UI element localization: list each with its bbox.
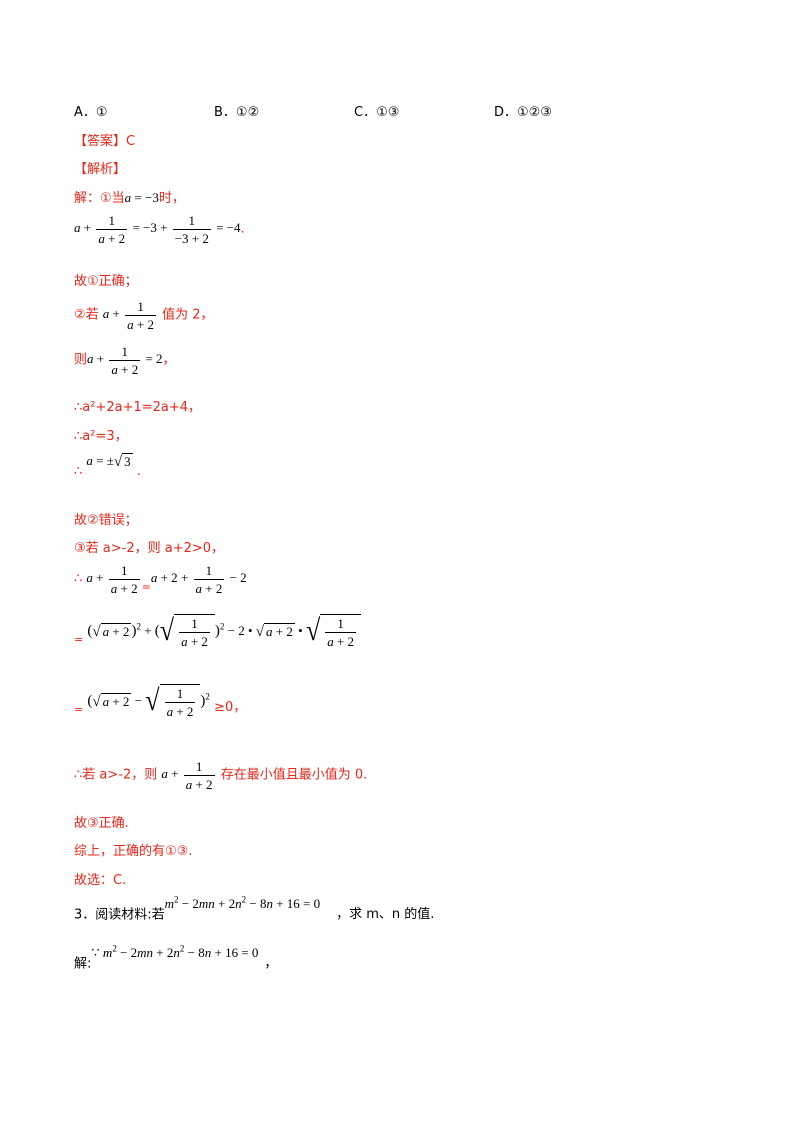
solution-line-8: ∴ a = ±√3 . bbox=[74, 452, 141, 479]
solution-line-7: ∴a²=3， bbox=[74, 429, 128, 444]
answer-line: 【答案】C bbox=[74, 130, 135, 149]
text: . bbox=[136, 464, 141, 479]
solution-line-1: 解：①当a = −3时， bbox=[74, 187, 185, 206]
text: 3．阅读材料:若 bbox=[74, 907, 165, 923]
text: 存在最小值且最小值为 0. bbox=[220, 767, 368, 783]
option-a: A．① bbox=[74, 105, 108, 120]
text: 解：①当 bbox=[74, 191, 125, 206]
math-expr: m2 − 2mn + 2n2 − 8n + 16 = 0 bbox=[164, 895, 321, 912]
answer-value: C bbox=[126, 134, 136, 149]
question-3: 3．阅读材料:若m2 − 2mn + 2n2 − 8n + 16 = 0 ，求 m… bbox=[74, 895, 434, 922]
solution-line-3: 故①正确； bbox=[74, 274, 138, 289]
solution-line-17: 故选：C. bbox=[74, 873, 127, 888]
text: ∴ bbox=[74, 464, 83, 479]
equals-sign: = bbox=[74, 632, 84, 646]
text: ，求 m、n 的值. bbox=[336, 907, 435, 923]
solution-start: 解:∵ m2 − 2mn + 2n2 − 8n + 16 = 0 ， bbox=[74, 944, 277, 971]
text: ∴若 a>-2，则 bbox=[74, 767, 158, 783]
solution-line-6: ∴a²+2a+1=2a+4， bbox=[74, 400, 202, 415]
text: ≥0， bbox=[214, 699, 247, 715]
text: ②若 bbox=[74, 307, 99, 323]
math-expr: a = ±√3 bbox=[86, 452, 133, 470]
solution-line-16: 综上，正确的有①③. bbox=[74, 844, 193, 859]
solution-line-9: 故②错误； bbox=[74, 513, 138, 528]
solution-line-15: 故③正确. bbox=[74, 816, 129, 831]
option-c: C．①③ bbox=[354, 105, 400, 120]
equals-sign: = bbox=[74, 702, 84, 716]
text: ， bbox=[264, 956, 278, 972]
text: 时， bbox=[158, 191, 185, 206]
analysis-label: 【解析】 bbox=[74, 162, 127, 177]
math-expr: a = −3 bbox=[124, 190, 159, 205]
text: ， bbox=[162, 352, 176, 368]
math-expr: ∵ m2 − 2mn + 2n2 − 8n + 16 = 0 bbox=[91, 944, 259, 961]
option-d: D．①②③ bbox=[494, 105, 552, 120]
text: 值为 2， bbox=[162, 307, 214, 323]
text: ∴ bbox=[74, 571, 83, 587]
text: 则 bbox=[74, 352, 88, 368]
solution-line-10: ③若 a>-2，则 a+2>0， bbox=[74, 541, 225, 556]
text: 解: bbox=[74, 956, 92, 972]
answer-label: 【答案】 bbox=[74, 134, 127, 149]
option-b: B．①② bbox=[214, 105, 260, 120]
equals-sign: = bbox=[141, 580, 151, 594]
text: . bbox=[240, 221, 245, 237]
